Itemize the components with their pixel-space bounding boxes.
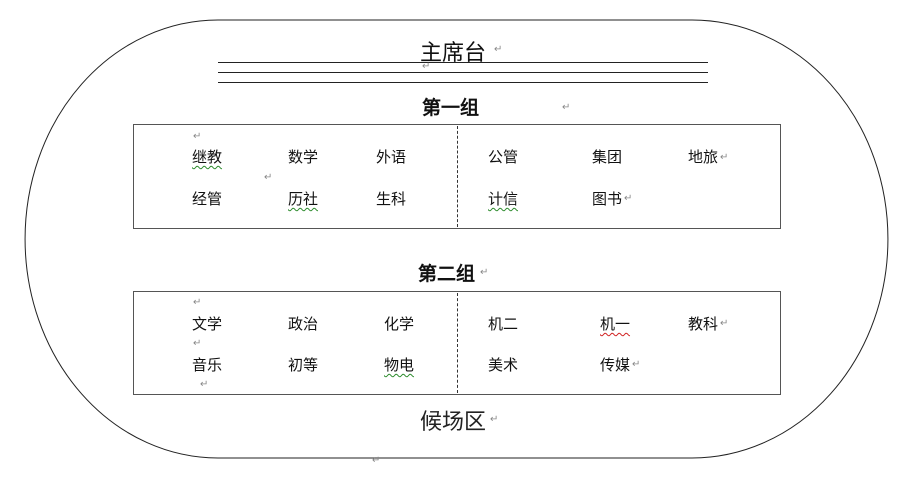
department-label: 物电 (384, 356, 415, 374)
paragraph-mark: ↵ (720, 318, 729, 329)
department-label: 美术 (488, 356, 519, 374)
paragraph-mark: ↵ (372, 455, 381, 466)
podium-line (218, 72, 708, 73)
waiting-area-title: 候场区 (420, 410, 487, 435)
paragraph-mark: ↵ (264, 172, 273, 183)
podium-title: 主席台 (420, 41, 487, 66)
paragraph-mark: ↵ (562, 102, 571, 113)
paragraph-mark: ↵ (632, 359, 641, 370)
department-label: 文学 (192, 315, 223, 333)
department-label: 数学 (288, 148, 319, 166)
paragraph-mark: ↵ (490, 414, 499, 425)
paragraph-mark: ↵ (624, 193, 633, 204)
paragraph-mark: ↵ (494, 44, 503, 55)
paragraph-mark: ↵ (200, 379, 209, 390)
paragraph-mark: ↵ (720, 152, 729, 163)
department-label: 计信 (488, 190, 519, 208)
group2-box (133, 291, 781, 395)
department-label: 音乐 (192, 356, 223, 374)
group1-divider (457, 126, 458, 227)
paragraph-mark: ↵ (480, 267, 489, 278)
department-label: 传媒 (600, 356, 631, 374)
department-label: 公管 (488, 148, 519, 166)
group2-divider (457, 293, 458, 393)
department-label: 政治 (288, 315, 319, 333)
department-label: 生科 (376, 190, 407, 208)
department-label: 经管 (192, 190, 223, 208)
group1-title: 第一组 (422, 97, 480, 119)
department-label: 初等 (288, 356, 319, 374)
department-label: 图书 (592, 190, 623, 208)
department-label: 地旅 (688, 148, 719, 166)
paragraph-mark: ↵ (193, 131, 202, 142)
paragraph-mark: ↵ (422, 61, 431, 72)
paragraph-mark: ↵ (193, 297, 202, 308)
department-label: 继教 (192, 148, 223, 166)
department-label: 外语 (376, 148, 407, 166)
department-label: 机二 (488, 315, 519, 333)
department-label: 历社 (288, 190, 319, 208)
department-label: 教科 (688, 315, 719, 333)
paragraph-mark: ↵ (193, 338, 202, 349)
department-label: 集团 (592, 148, 623, 166)
group1-box (133, 124, 781, 229)
department-label: 机一 (600, 315, 631, 333)
department-label: 化学 (384, 315, 415, 333)
podium-line (218, 62, 708, 63)
podium-line (218, 82, 708, 83)
group2-title: 第二组 (418, 263, 476, 285)
